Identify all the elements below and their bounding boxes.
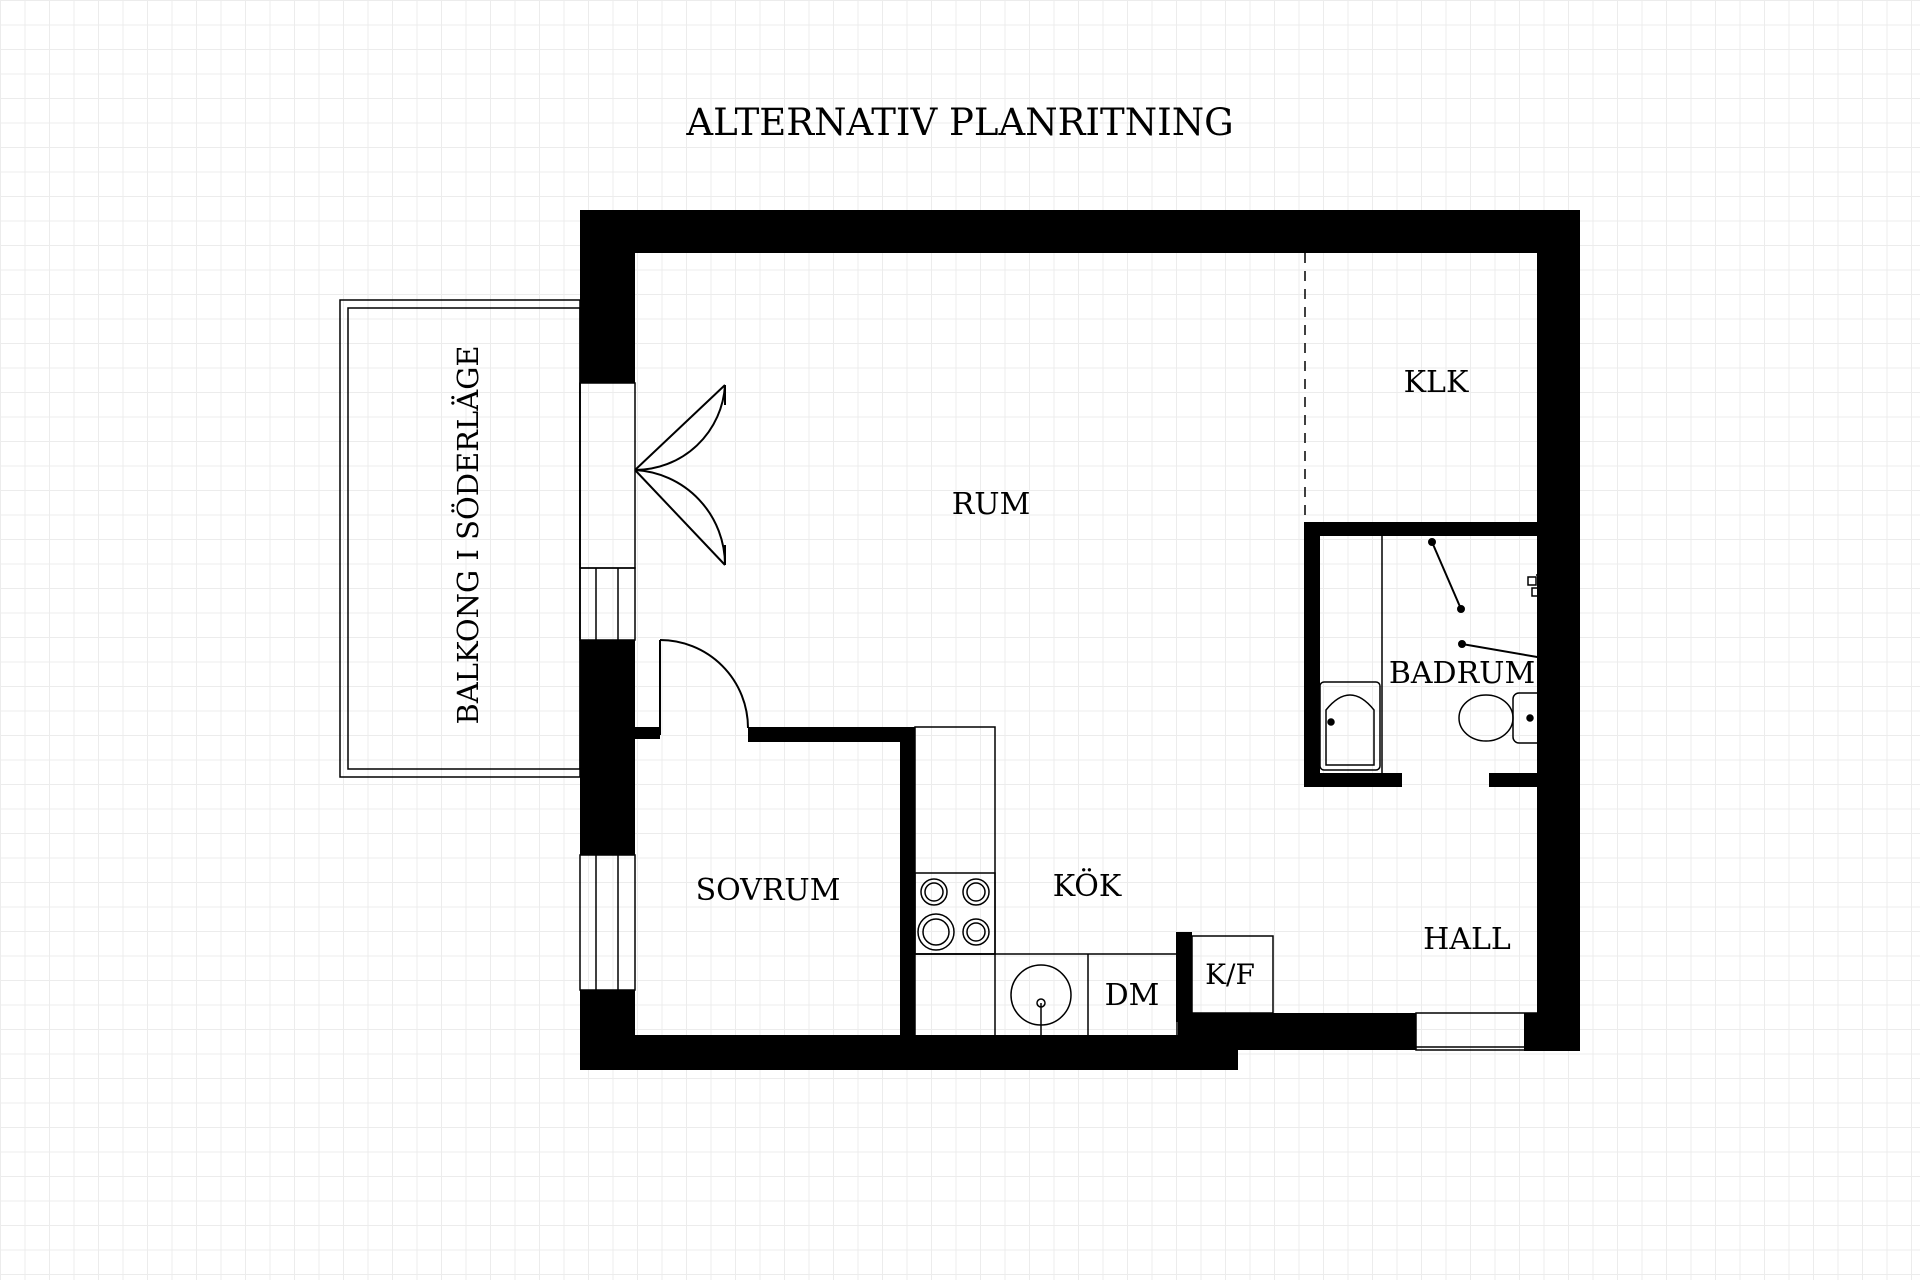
hall-window [1415,1012,1538,1051]
shower-head-icon [1527,574,1546,597]
balcony-door[interactable] [634,384,727,566]
room-label-hall: HALL [1423,922,1511,957]
sink-icon [1010,964,1072,1036]
room-label-rum: RUM [952,487,1031,522]
room-label-kok: KÖK [1053,868,1122,904]
bathroom-fixtures [1319,536,1383,773]
toilet-icon [1458,692,1544,744]
shower-screen [1428,538,1547,662]
hall-wall-end [1524,1013,1580,1051]
fridge-freezer [1191,935,1274,1014]
bathroom-walls [1304,522,1580,787]
outer-walls [580,210,1580,1070]
bedroom-walls [635,727,915,1037]
left-windows [579,382,636,991]
room-label-kf: K/F [1205,958,1255,991]
stove-icon [917,878,990,951]
room-label-sovrum: SOVRUM [696,873,841,908]
room-label-badrum: BADRUM [1389,656,1535,691]
room-label-klk: KLK [1404,365,1469,400]
fridge-wall [1176,932,1192,1022]
plan-title: ALTERNATIV PLANRITNING [685,101,1233,144]
room-label-balkong: BALKONG I SÖDERLÄGE [450,345,485,724]
room-label-dm: DM [1105,978,1160,1013]
bedroom-door[interactable] [659,639,749,735]
